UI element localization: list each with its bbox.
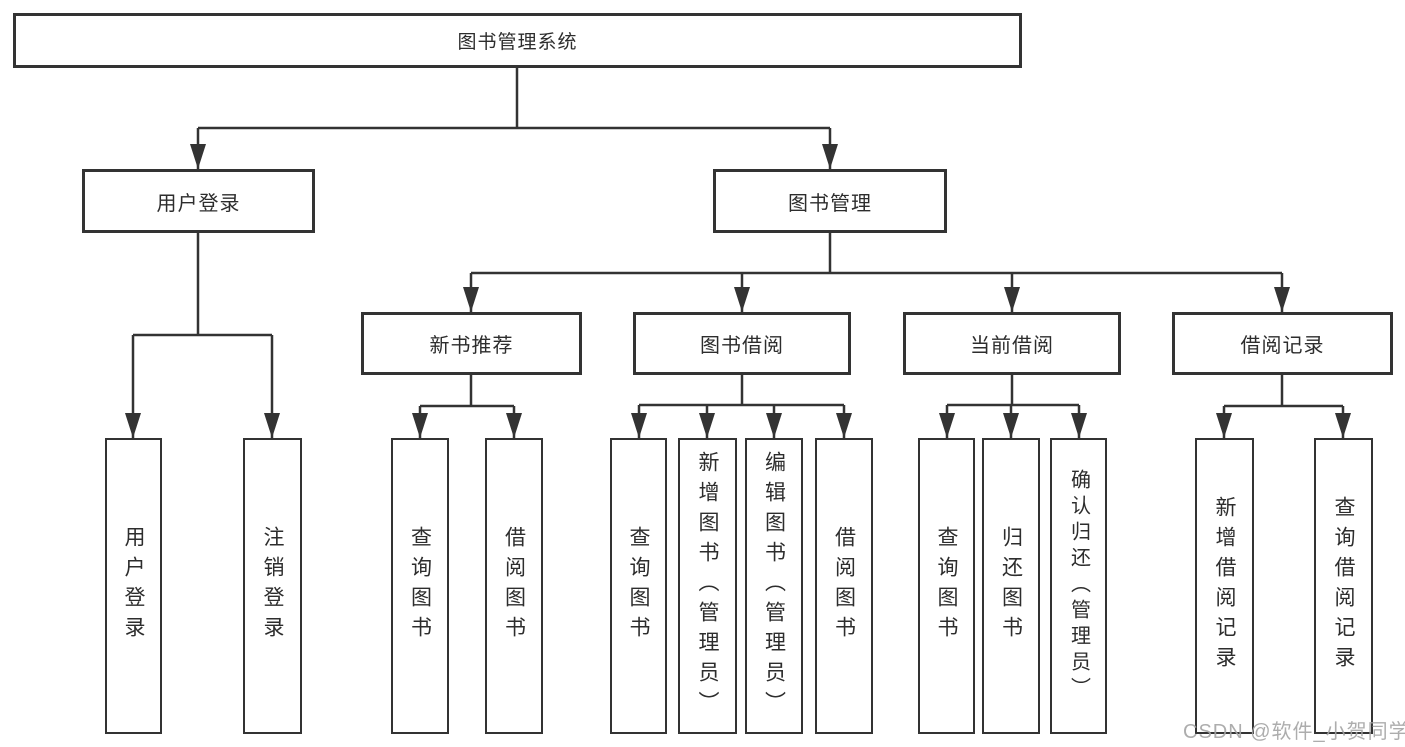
node-library-management-system: 图书管理系统 <box>13 13 1022 68</box>
leaf-query-books-2: 查询图书 <box>610 438 667 734</box>
leaf-edit-books-admin: 编辑图书（管理员） <box>745 438 803 734</box>
node-label: 查询图书 <box>627 526 650 646</box>
leaf-add-borrow-record: 新增借阅记录 <box>1195 438 1254 734</box>
node-label: 新书推荐 <box>429 335 514 357</box>
node-borrowing-records: 借阅记录 <box>1172 312 1393 375</box>
node-current-borrowing: 当前借阅 <box>903 312 1121 375</box>
node-label: 图书借阅 <box>700 335 784 357</box>
node-book-borrowing: 图书借阅 <box>633 312 851 375</box>
node-label: 借阅记录 <box>1240 335 1325 357</box>
leaf-user-login: 用户登录 <box>105 438 162 734</box>
node-label: 查询图书 <box>935 526 958 646</box>
node-book-management: 图书管理 <box>713 169 947 233</box>
node-label: 图书管理系统 <box>457 32 578 53</box>
node-label: 借阅图书 <box>502 526 526 646</box>
node-label: 新增借阅记录 <box>1213 496 1236 676</box>
node-label: 归还图书 <box>999 526 1023 646</box>
node-label: 查询图书 <box>408 526 432 646</box>
node-new-book-recommendation: 新书推荐 <box>361 312 582 375</box>
csdn-watermark: CSDN @软件_小贺同学 <box>1183 721 1405 743</box>
node-label: 编辑图书（管理员） <box>762 451 786 721</box>
leaf-borrow-books-2: 借阅图书 <box>815 438 873 734</box>
leaf-logout: 注销登录 <box>243 438 302 734</box>
node-label: 用户登录 <box>122 526 145 646</box>
node-label: 图书管理 <box>788 192 872 215</box>
node-label: 确认归还（管理员） <box>1067 469 1090 703</box>
node-label: 借阅图书 <box>832 526 856 646</box>
leaf-query-borrow-record: 查询借阅记录 <box>1314 438 1373 734</box>
node-label: 当前借阅 <box>970 335 1054 357</box>
leaf-return-books: 归还图书 <box>982 438 1040 734</box>
node-label: 用户登录 <box>156 192 241 215</box>
node-label: 新增图书（管理员） <box>696 451 719 721</box>
node-user-login: 用户登录 <box>82 169 315 233</box>
leaf-query-books-3: 查询图书 <box>918 438 975 734</box>
leaf-confirm-return-admin: 确认归还（管理员） <box>1050 438 1107 734</box>
leaf-borrow-books-1: 借阅图书 <box>485 438 543 734</box>
leaf-query-books-1: 查询图书 <box>391 438 449 734</box>
node-label: 注销登录 <box>261 526 284 646</box>
arrowheads <box>125 144 1351 438</box>
node-label: 查询借阅记录 <box>1332 496 1355 676</box>
leaf-add-books-admin: 新增图书（管理员） <box>678 438 737 734</box>
